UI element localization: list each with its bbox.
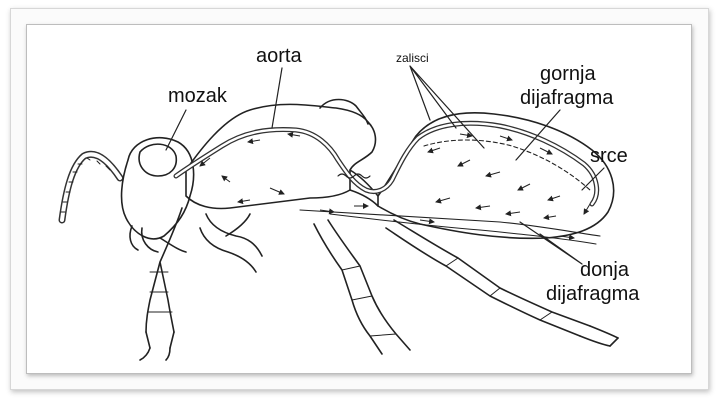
label-srce: srce [590, 145, 628, 167]
brain-leader [166, 110, 186, 150]
flow-arrows [200, 134, 590, 238]
upper-diaphragm-leader [516, 110, 560, 160]
middle-leg [200, 214, 262, 272]
upper-diaphragm [424, 140, 590, 190]
label-donja-dijafragma: dijafragma [546, 283, 640, 305]
head [122, 138, 194, 239]
lower-diaphragm [300, 210, 600, 236]
front-leg [146, 208, 182, 332]
label-gornja: gornja [540, 63, 596, 85]
label-donja: donja [580, 259, 630, 281]
label-zalisci: zalisci [396, 51, 429, 65]
label-aorta: aorta [256, 45, 302, 67]
aorta-leader [272, 68, 282, 128]
brain-shape [139, 144, 176, 176]
label-mozak: mozak [168, 85, 228, 107]
hind-leg-2 [386, 220, 590, 336]
abdomen [378, 113, 614, 238]
label-gornja-dijafragma: dijafragma [520, 87, 614, 109]
